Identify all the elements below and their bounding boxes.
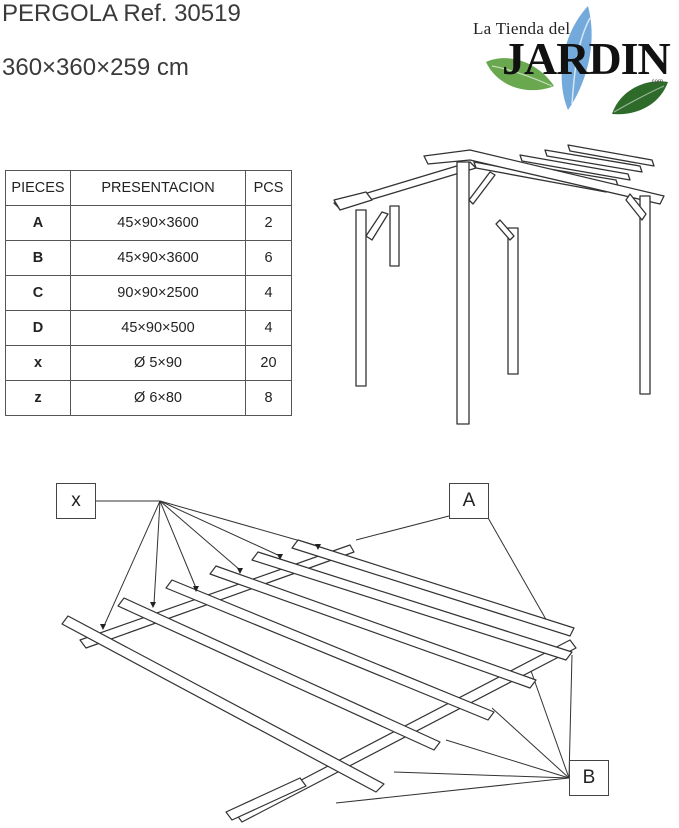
table-row: C 90×90×2500 4 [5,275,292,311]
table-row: D 45×90×500 4 [5,310,292,346]
table-row: z Ø 6×80 8 [5,380,292,416]
piece-cell: x [5,345,71,381]
pcs-cell: 4 [245,310,292,346]
table-row: A 45×90×3600 2 [5,205,292,241]
logo-small-text: La Tienda del [473,19,571,38]
brace [365,211,389,241]
pcs-cell: 20 [245,345,292,381]
presentation-cell: 45×90×3600 [70,240,246,276]
piece-cell: B [5,240,71,276]
table-header-row: PIECES PRESENTACION PCS [5,170,292,206]
beam-end [225,777,307,821]
callout-x: x [56,483,96,519]
logo-big-text: JARDIN [502,33,671,84]
leader-lines-b [335,654,573,804]
rafters-b [61,539,575,793]
piece-cell: C [5,275,71,311]
pcs-cell: 6 [245,240,292,276]
presentation-cell: Ø 6×80 [70,380,246,416]
brace [468,171,496,205]
piece-cell: A [5,205,71,241]
header-pcs: PCS [245,170,292,206]
pieces-table: PIECES PRESENTACION PCS A 45×90×3600 2 B… [5,170,292,416]
brace [495,219,515,241]
brace [625,193,647,221]
presentation-cell: 45×90×3600 [70,205,246,241]
leader-lines-x [96,500,319,627]
screw-markers [100,544,321,630]
leader-lines-a [355,515,553,631]
presentation-cell: Ø 5×90 [70,345,246,381]
logo-suffix: .com [650,79,664,85]
beam-a-right [423,149,665,205]
table-row: B 45×90×3600 6 [5,240,292,276]
post-front-center [456,161,470,425]
table-row: x Ø 5×90 20 [5,345,292,381]
store-logo: La Tienda del JARDIN .com [468,4,674,116]
beam-a-top [79,544,355,649]
piece-cell: z [5,380,71,416]
pcs-cell: 8 [245,380,292,416]
product-title: PERGOLA Ref. 30519 [2,0,241,27]
post-front-left [355,209,367,387]
product-dimensions: 360×360×259 cm [2,54,189,81]
post-back-left [389,205,400,267]
callout-b: B [569,760,609,796]
post-back-right [507,227,519,375]
pcs-cell: 4 [245,275,292,311]
logo-leaves-icon [486,6,668,115]
post-front-right [639,195,651,395]
callout-a: A [449,483,489,519]
beam-end-left [333,191,373,211]
header-presentacion: PRESENTACION [70,170,246,206]
